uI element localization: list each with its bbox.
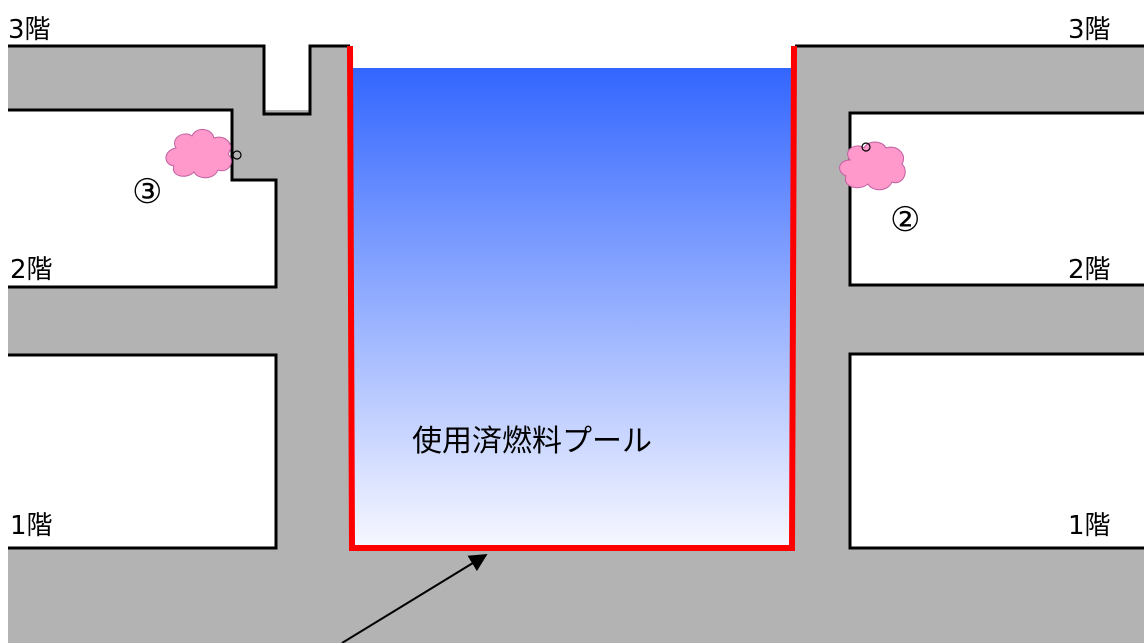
pool-label: 使用済燃料プール [412,424,652,459]
marker-right: ② [890,200,920,240]
floor-label-left-1f: 1階 [10,511,53,541]
right-roof-slab [795,46,1144,113]
cloud-shape-left [165,129,232,179]
cloud-shape-right [839,141,906,191]
left-roof-slab [8,46,264,110]
pool-water [352,68,792,548]
leak-point-right-icon [861,142,871,152]
left-mid-slab [8,287,280,355]
leak-cloud-right [839,141,906,191]
marker-left: ③ [132,172,162,212]
left-1f-room-edge [8,353,278,550]
left-pool-wall [276,110,350,550]
floor-label-right-2f: 2階 [1068,255,1111,285]
right-mid-slab [795,285,1144,354]
floor-label-right-3f: 3階 [1068,15,1111,45]
concrete-structure [8,46,1144,643]
floor-label-left-3f: 3階 [8,15,51,45]
left-3f-room-edge [8,108,278,289]
leak-cloud-left [165,129,242,179]
pool-liner [347,45,797,551]
left-tall-wall [310,46,350,118]
base-slab [8,548,1144,643]
right-1f-room-edge [848,352,1144,550]
room-outlines [8,44,1144,550]
floor-label-left-2f: 2階 [10,255,53,285]
leak-point-left-icon [232,150,242,160]
right-3f-room-edge [848,111,1144,287]
liner-pointer-arrow [341,554,488,643]
floor-label-right-1f: 1階 [1068,511,1111,541]
left-roof-edge [8,44,350,116]
